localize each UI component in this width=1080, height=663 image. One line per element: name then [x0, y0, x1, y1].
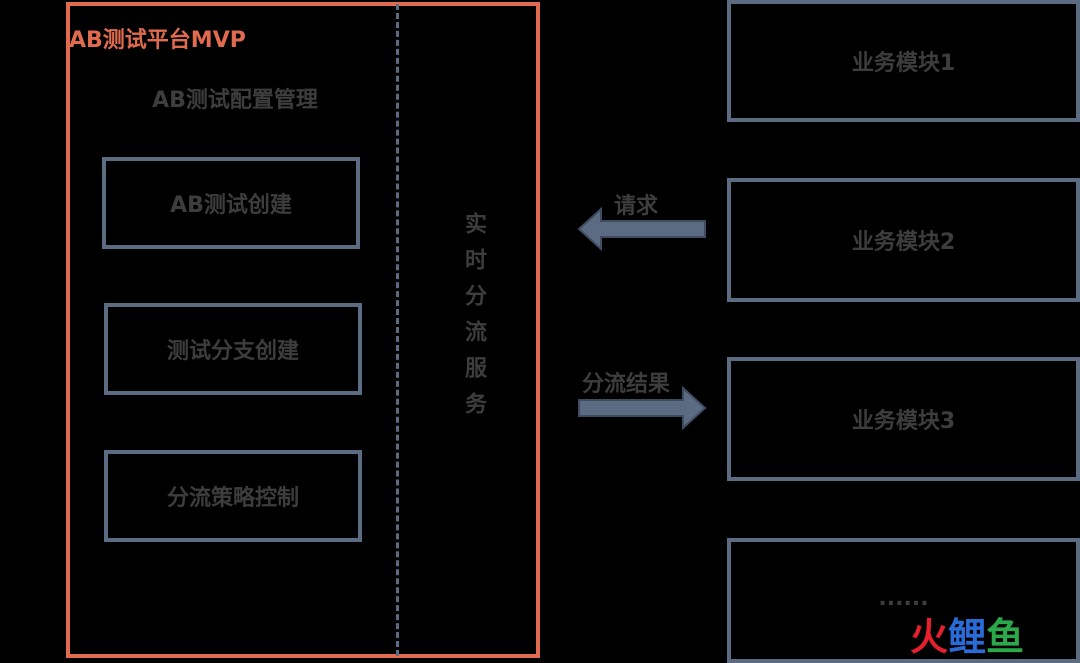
ab-test-create-box: AB测试创建 — [102, 157, 360, 249]
watermark-char-1: 火 — [910, 615, 949, 659]
request-arrow — [577, 206, 706, 252]
traffic-strategy-box: 分流策略控制 — [104, 450, 362, 542]
business-module-more: ...... — [727, 538, 1080, 663]
realtime-split-service-label: 实时分流服务 — [461, 212, 486, 428]
watermark-char-3: 鱼 — [986, 615, 1025, 659]
platform-divider — [396, 4, 399, 656]
business-module-2: 业务模块2 — [727, 178, 1080, 302]
ab-platform-frame — [66, 2, 540, 658]
split-result-arrow — [578, 385, 707, 431]
business-module-3: 业务模块3 — [727, 357, 1080, 481]
split-result-label: 分流结果 — [582, 372, 671, 397]
config-management-title: AB测试配置管理 — [152, 88, 318, 113]
watermark-logo: 火鲤鱼 — [910, 615, 1024, 659]
request-label: 请求 — [614, 194, 659, 219]
watermark-char-2: 鲤 — [948, 615, 987, 659]
business-module-1: 业务模块1 — [727, 0, 1080, 122]
branch-create-box: 测试分支创建 — [104, 303, 362, 395]
platform-title: AB测试平台MVP — [69, 28, 246, 53]
